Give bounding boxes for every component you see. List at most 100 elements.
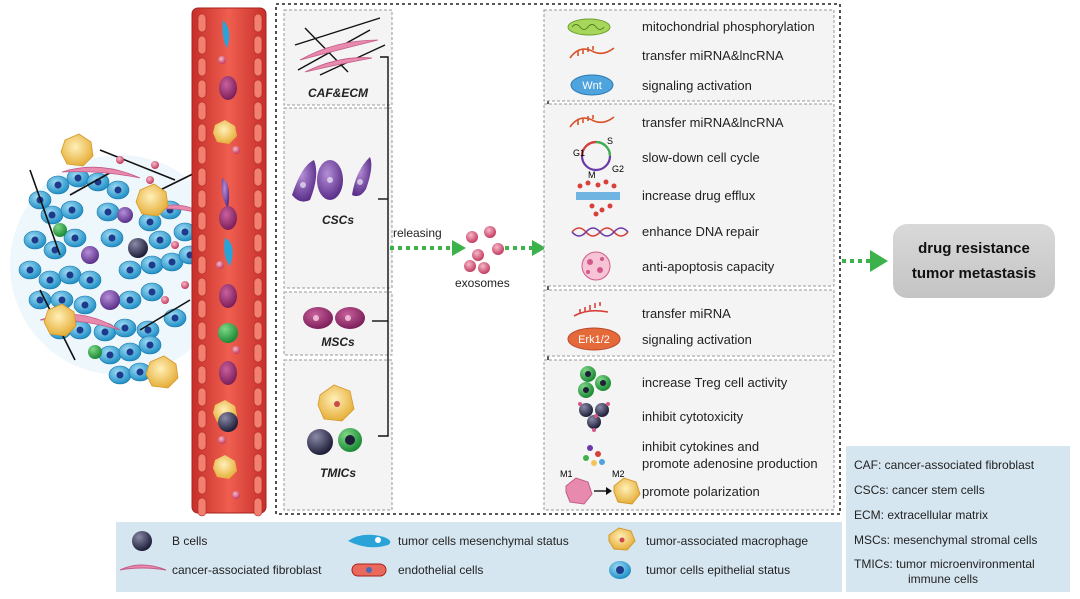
legend-label-macrophage: tumor-associated macrophage bbox=[646, 534, 809, 548]
mirna-icon bbox=[573, 302, 609, 317]
cycle-g1-label: G1 bbox=[573, 148, 585, 158]
vessel-wall-cell bbox=[197, 145, 207, 165]
cscs-icon bbox=[292, 157, 372, 202]
source-label-cscs: CSCs bbox=[321, 213, 354, 227]
cell-nucleus bbox=[46, 276, 54, 284]
vessel-wall-cell bbox=[197, 409, 207, 429]
cell-nucleus bbox=[114, 186, 122, 194]
cell-nucleus bbox=[126, 296, 134, 304]
cell-nucleus bbox=[31, 236, 39, 244]
mechanism-csc-1: transfer miRNA&lncRNA bbox=[642, 115, 784, 130]
b-cell-icon bbox=[132, 531, 152, 551]
mechanism-tmic-3: inhibit cytokines and bbox=[642, 439, 760, 454]
erk-label: Erk1/2 bbox=[578, 334, 610, 346]
cell-nucleus bbox=[168, 258, 176, 266]
cell-nucleus bbox=[171, 314, 179, 322]
wnt-icon: Wnt bbox=[570, 74, 614, 96]
exosomes-cluster bbox=[464, 226, 504, 274]
abbr-tmics-cont: immune cells bbox=[908, 572, 979, 586]
abbr-mscs: MSCs: mesenchymal stromal cells bbox=[854, 533, 1038, 547]
abbr-ecm: ECM: extracellular matrix bbox=[854, 508, 989, 522]
legend-label-b-cells: B cells bbox=[172, 534, 208, 548]
cell-nucleus bbox=[126, 266, 134, 274]
mechanism-tmic-4: promote adenosine production bbox=[642, 456, 818, 471]
cell-nucleus bbox=[106, 351, 114, 359]
mechanism-csc-3: increase drug efflux bbox=[642, 188, 756, 203]
exosomes-label: exosomes bbox=[455, 276, 510, 290]
main-frame bbox=[275, 3, 841, 515]
m1-label: M1 bbox=[560, 469, 573, 479]
cell-nucleus bbox=[146, 341, 154, 349]
cycle-s-label: S bbox=[607, 136, 613, 146]
legend-label-endothelial: endothelial cells bbox=[398, 563, 484, 577]
tumor-mass bbox=[10, 133, 230, 389]
anti-apoptosis-icon bbox=[581, 251, 611, 281]
vessel-wall-cell bbox=[197, 497, 207, 517]
vessel-wall-cell bbox=[253, 57, 263, 77]
cell-nucleus bbox=[156, 236, 164, 244]
vessel-wall-cell bbox=[253, 475, 263, 495]
cell-nucleus bbox=[101, 328, 109, 336]
legend: B cells tumor cells mesenchymal status t… bbox=[116, 522, 842, 592]
vessel-wall-cell bbox=[197, 475, 207, 495]
mesenchymal-tumor-cell-icon bbox=[348, 534, 391, 548]
source-bracket bbox=[372, 56, 389, 437]
vessel-wall-cell bbox=[197, 365, 207, 385]
releasing-label: releasing bbox=[393, 226, 442, 240]
cell-nucleus bbox=[181, 228, 189, 236]
cell-nucleus bbox=[136, 368, 144, 376]
cell-nucleus bbox=[68, 206, 76, 214]
cell-nucleus bbox=[126, 348, 134, 356]
cell-nucleus bbox=[26, 266, 34, 274]
erk-icon: Erk1/2 bbox=[567, 327, 621, 351]
source-label-tmics: TMICs bbox=[320, 466, 356, 480]
legend-label-fibroblast: cancer-associated fibroblast bbox=[172, 563, 322, 577]
drug-efflux-icon bbox=[576, 179, 620, 217]
vessel-wall-cell bbox=[253, 233, 263, 253]
cell-nucleus bbox=[86, 276, 94, 284]
vessel-wall-cell bbox=[253, 431, 263, 451]
mechanism-csc-4: enhance DNA repair bbox=[642, 224, 760, 239]
vessel-wall-cell bbox=[253, 321, 263, 341]
vessel-wall-cell bbox=[253, 167, 263, 187]
cell-nucleus bbox=[58, 296, 66, 304]
cell-nucleus bbox=[51, 246, 59, 254]
vessel-wall-cell bbox=[197, 35, 207, 55]
mechanism-tmic-5: promote polarization bbox=[642, 484, 760, 499]
rna-icon-2 bbox=[569, 115, 615, 128]
macrophage-icon bbox=[608, 527, 636, 551]
outcome-box: drug resistance tumor metastasis bbox=[893, 224, 1055, 298]
epithelial-tumor-cell-icon bbox=[609, 561, 631, 579]
vessel-wall-cell bbox=[253, 145, 263, 165]
mechanism-tmic-1: increase Treg cell activity bbox=[642, 375, 788, 390]
cycle-g2-label: G2 bbox=[612, 164, 624, 174]
cell-nucleus bbox=[108, 234, 116, 242]
cell-nucleus bbox=[54, 181, 62, 189]
wnt-label: Wnt bbox=[582, 80, 602, 92]
mechanism-caf-2: transfer miRNA&lncRNA bbox=[642, 48, 784, 63]
vessel-wall-cell bbox=[253, 453, 263, 473]
cell-nucleus bbox=[74, 174, 82, 182]
release-arrow bbox=[390, 240, 466, 256]
vessel-wall-cell bbox=[197, 431, 207, 451]
caf-ecm-icon bbox=[294, 17, 386, 76]
cell-nucleus bbox=[121, 324, 129, 332]
vessel-wall-cell bbox=[253, 79, 263, 99]
vessel-wall-cell bbox=[197, 189, 207, 209]
cell-nucleus bbox=[144, 326, 152, 334]
abbr-caf: CAF: cancer-associated fibroblast bbox=[854, 458, 1035, 472]
source-box-tmics bbox=[283, 359, 393, 511]
abbr-cscs: CSCs: cancer stem cells bbox=[854, 483, 985, 497]
uptake-arrow bbox=[505, 240, 546, 256]
cycle-m-label: M bbox=[588, 170, 596, 180]
vessel-wall-cell bbox=[197, 277, 207, 297]
vessel-wall-cell bbox=[197, 79, 207, 99]
vessel-wall-cell bbox=[197, 453, 207, 473]
cell-nucleus bbox=[148, 288, 156, 296]
vessel-wall-cell bbox=[253, 409, 263, 429]
mechanism-csc-2: slow-down cell cycle bbox=[642, 150, 760, 165]
vessel-wall-cell bbox=[253, 277, 263, 297]
cell-nucleus bbox=[81, 301, 89, 309]
abbr-tmics: TMICs: tumor microenvironmental bbox=[854, 557, 1035, 571]
